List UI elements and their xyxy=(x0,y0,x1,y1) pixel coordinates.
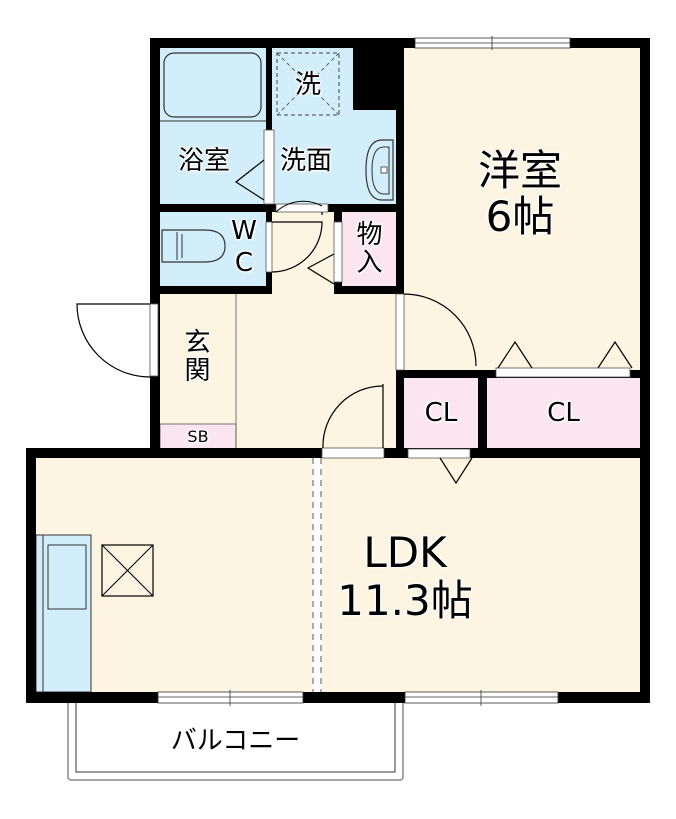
western-door-swing xyxy=(403,293,477,367)
toilet-label: W C xyxy=(230,218,258,276)
toilet-label-c: C xyxy=(234,248,254,278)
sink xyxy=(47,544,87,610)
closet-right-label: CL xyxy=(547,398,580,428)
storage-label: 物入 xyxy=(352,220,382,276)
bath-door-fold xyxy=(234,159,265,201)
wc-door-swing xyxy=(271,221,323,273)
closet-left-fold xyxy=(439,457,473,485)
closet-fold-1 xyxy=(497,340,533,369)
storage-floor xyxy=(342,212,396,286)
washing-machine-space xyxy=(276,52,340,116)
bathtub xyxy=(163,52,262,118)
western-room-name: 洋室 xyxy=(477,146,562,195)
windows xyxy=(149,36,631,706)
balcony-label: バルコニー xyxy=(170,726,301,756)
window-bottom-left xyxy=(157,691,304,704)
ldk-name: LDK xyxy=(363,528,447,577)
storage-door-fold xyxy=(306,253,335,285)
toilet-fixture xyxy=(161,229,226,263)
window-bottom-right xyxy=(404,691,559,704)
range-hood-icon xyxy=(101,544,154,597)
ldk-floor xyxy=(36,458,640,692)
washroom-label: 洗面 xyxy=(280,146,333,176)
closet-fold-2 xyxy=(597,340,633,369)
washing-machine-label: 洗 xyxy=(295,70,322,100)
bathroom-label: 浴室 xyxy=(178,146,231,176)
toilet-label-w: W xyxy=(231,216,257,246)
ldk-size: 11.3帖 xyxy=(337,576,473,625)
door-swings xyxy=(76,159,633,485)
western-room-size: 6帖 xyxy=(485,192,555,241)
shoe-box-label: SB xyxy=(187,427,209,446)
closet-left-label: CL xyxy=(424,398,458,428)
western-room-label: 洋室 6帖 xyxy=(455,150,585,238)
entrance-label: 玄関 xyxy=(180,328,210,384)
closet-right-floor xyxy=(487,378,640,448)
closet-left-floor xyxy=(404,378,478,448)
wash-basin xyxy=(365,139,394,201)
ldk-door-swing xyxy=(322,384,384,449)
entrance-door-swing xyxy=(76,303,151,378)
ldk-label: LDK 11.3帖 xyxy=(320,532,490,622)
western-room-floor xyxy=(404,48,640,370)
balcony xyxy=(67,699,404,781)
floors xyxy=(35,48,640,693)
